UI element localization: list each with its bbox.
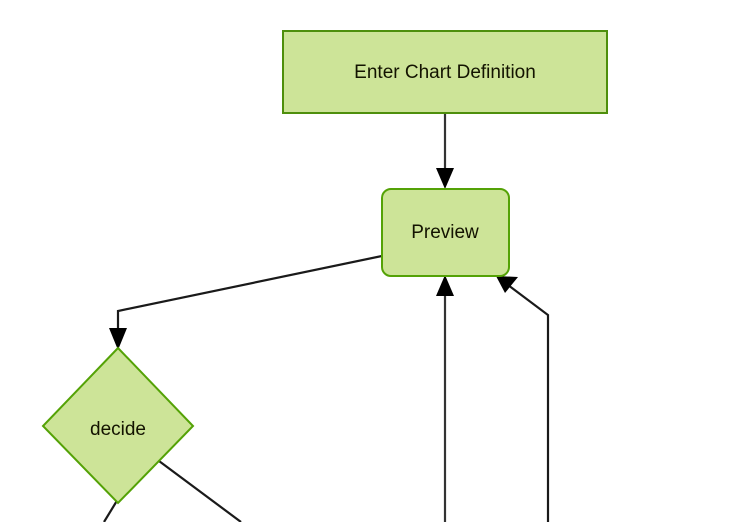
edge-decide-bottom-right[interactable]	[158, 460, 242, 522]
edge-preview-to-decide-arrowhead	[109, 328, 127, 350]
node-enter-chart-definition-shape	[282, 30, 608, 114]
node-preview-label: Preview	[411, 222, 479, 243]
node-decide[interactable]: decide	[41, 346, 195, 505]
edge-bottom-center-to-preview-arrowhead	[436, 275, 454, 296]
edge-decide-bottom-left[interactable]	[103, 498, 119, 522]
node-enter-chart-definition-label: Enter Chart Definition	[354, 62, 536, 83]
edge-layer	[103, 113, 550, 522]
node-enter-chart-definition[interactable]: Enter Chart Definition	[282, 30, 608, 114]
node-decide-label: decide	[90, 419, 146, 440]
node-preview-shape	[381, 188, 510, 277]
node-decide-shape	[41, 346, 195, 505]
edge-enter-to-preview-arrowhead	[436, 168, 454, 189]
node-layer: Enter Chart Definition Preview decide	[41, 30, 608, 505]
node-preview[interactable]: Preview	[381, 188, 510, 277]
edge-preview-to-decide[interactable]	[109, 254, 383, 350]
edge-bottom-right-to-preview-arrowhead	[496, 276, 518, 293]
edge-bottom-right-to-preview-line	[507, 284, 550, 522]
edge-enter-to-preview[interactable]	[436, 113, 454, 189]
edge-bottom-right-to-preview[interactable]	[496, 276, 550, 522]
edge-bottom-center-to-preview[interactable]	[436, 275, 454, 522]
edge-decide-bottom-left-line	[103, 498, 119, 522]
edge-preview-to-decide-line	[116, 254, 383, 337]
edge-decide-bottom-right-line	[158, 460, 242, 522]
